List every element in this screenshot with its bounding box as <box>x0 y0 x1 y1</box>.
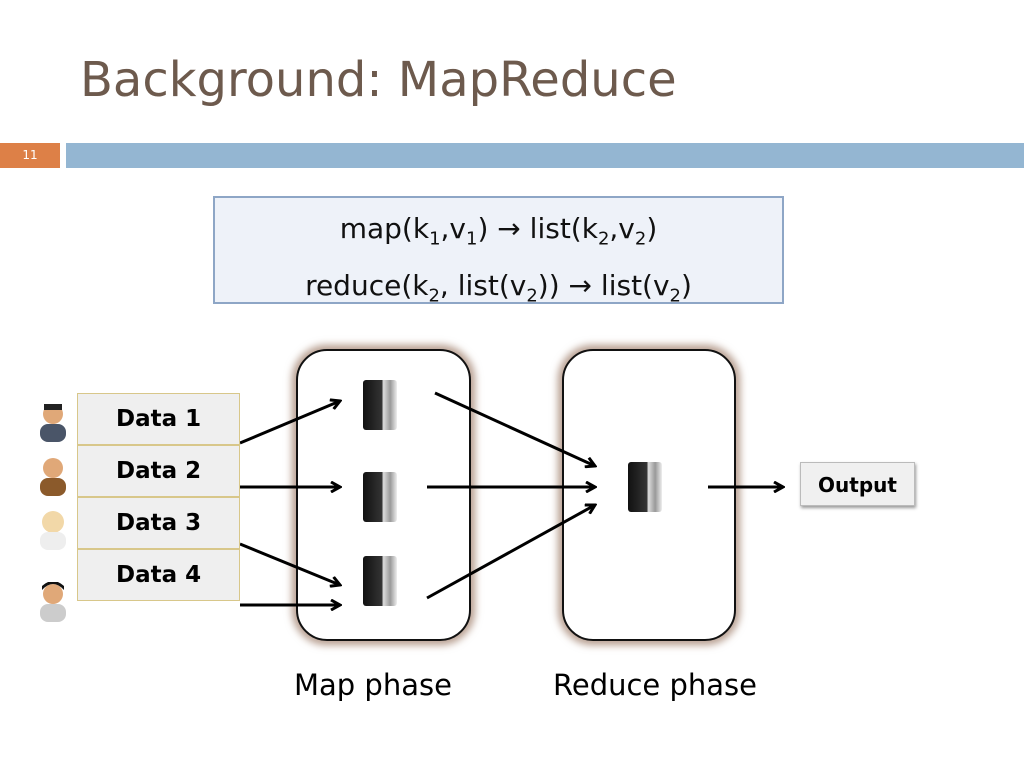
user-avatar-icon <box>36 456 70 496</box>
server-icon <box>628 462 662 512</box>
data-item-3: Data 3 <box>77 497 240 549</box>
output-box: Output <box>800 462 915 506</box>
server-icon <box>363 380 397 430</box>
data-item-2: Data 2 <box>77 445 240 497</box>
slide-number: 11 <box>0 143 60 168</box>
arrow-icon: → <box>568 268 593 302</box>
map-signature: map(k1,v1) → list(k2,v2) <box>339 212 658 250</box>
slide-title: Background: MapReduce <box>80 52 677 108</box>
server-icon <box>363 556 397 606</box>
arrow <box>434 391 595 466</box>
map-phase-label: Map phase <box>294 668 452 702</box>
user-avatar-icon <box>36 510 70 550</box>
formula-box: map(k1,v1) → list(k2,v2) reduce(k2, list… <box>213 196 784 306</box>
arrow <box>239 542 340 585</box>
data-item-4: Data 4 <box>77 549 240 601</box>
data-item-1: Data 1 <box>77 393 240 445</box>
server-icon <box>363 472 397 522</box>
user-avatar-icon <box>36 402 70 442</box>
reduce-signature: reduce(k2, list(v2)) → list(v2) <box>305 268 692 307</box>
user-avatar-icon <box>36 581 70 622</box>
arrow <box>239 401 340 445</box>
arrow <box>426 505 595 600</box>
header-bar <box>66 143 1024 168</box>
arrow-icon: → <box>497 212 521 245</box>
reduce-phase-label: Reduce phase <box>553 668 757 702</box>
